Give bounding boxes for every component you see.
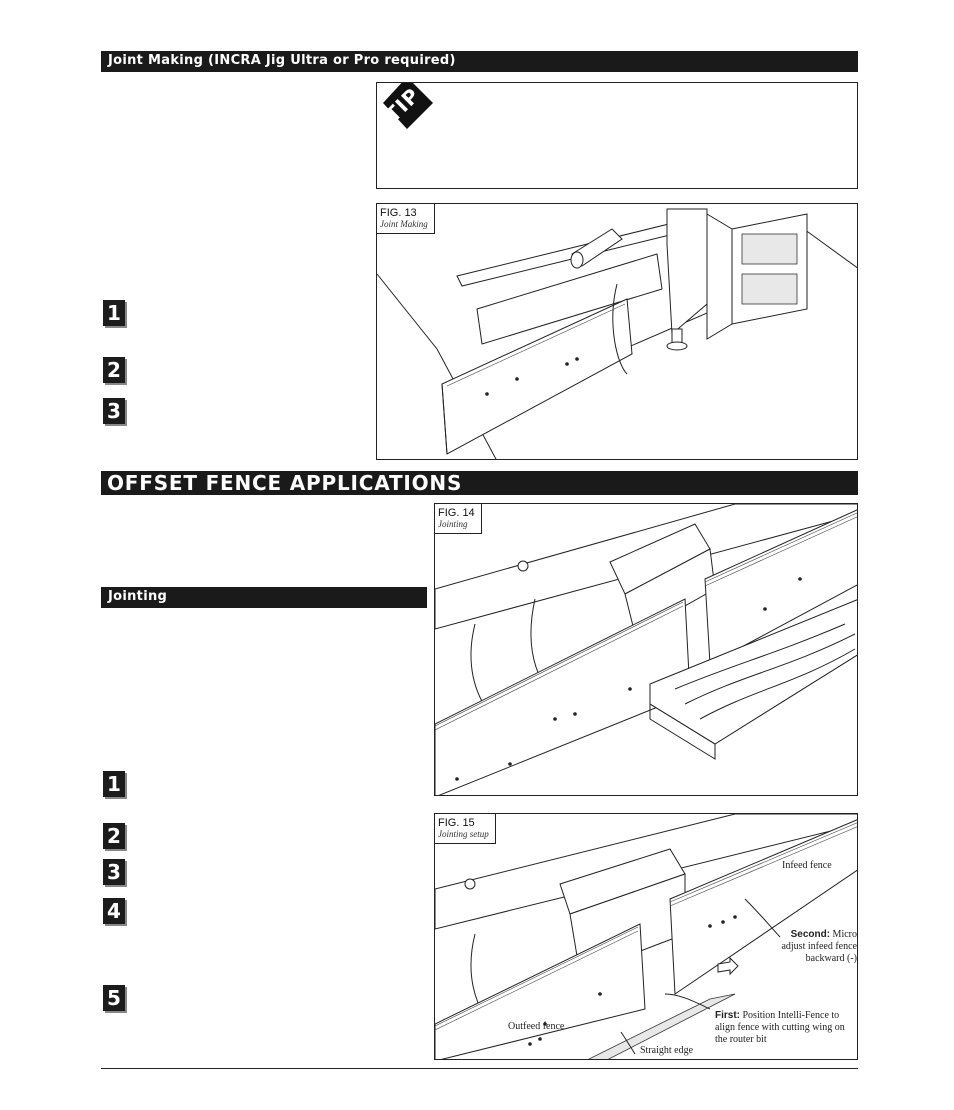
outfeed-fence-label: Outfeed fence <box>508 1021 565 1032</box>
jointing-header: Jointing <box>101 587 427 608</box>
figure-14: FIG. 14 Jointing <box>434 503 858 796</box>
footer-rule <box>101 1068 858 1069</box>
offset-fence-header: OFFSET FENCE APPLICATIONS <box>101 471 858 495</box>
step-number-2: 2 <box>103 357 125 383</box>
step-number-3: 3 <box>103 398 125 424</box>
infeed-fence-label: Infeed fence <box>782 860 832 871</box>
straight-edge-label: Straight edge <box>640 1045 694 1056</box>
step-number-2: 2 <box>103 823 125 849</box>
figure-13: FIG. 13 Joint Making <box>376 203 858 460</box>
joint-making-illustration <box>377 208 857 459</box>
figure-14-label: FIG. 14 Jointing <box>435 504 482 534</box>
second-callout: Second: Micro adjust infeed fence backwa… <box>781 929 857 964</box>
step-number-1: 1 <box>103 300 125 326</box>
step-number-4: 4 <box>103 898 125 924</box>
tip-badge-icon <box>383 83 433 129</box>
figure-15: FIG. 15 Jointing setup Infeed fence <box>434 813 858 1060</box>
first-callout: First: Position Intelli-Fence to align f… <box>715 1010 845 1045</box>
figure-13-label: FIG. 13 Joint Making <box>377 204 435 234</box>
step-number-5: 5 <box>103 985 125 1011</box>
step-number-3: 3 <box>103 859 125 885</box>
step-number-1: 1 <box>103 771 125 797</box>
figure-15-label: FIG. 15 Jointing setup <box>435 814 496 844</box>
jointing-illustration <box>435 504 857 795</box>
tip-box: TIP <box>376 82 858 189</box>
jointing-setup-illustration <box>435 814 857 1059</box>
joint-making-header: Joint Making (INCRA Jig Ultra or Pro req… <box>101 51 858 72</box>
